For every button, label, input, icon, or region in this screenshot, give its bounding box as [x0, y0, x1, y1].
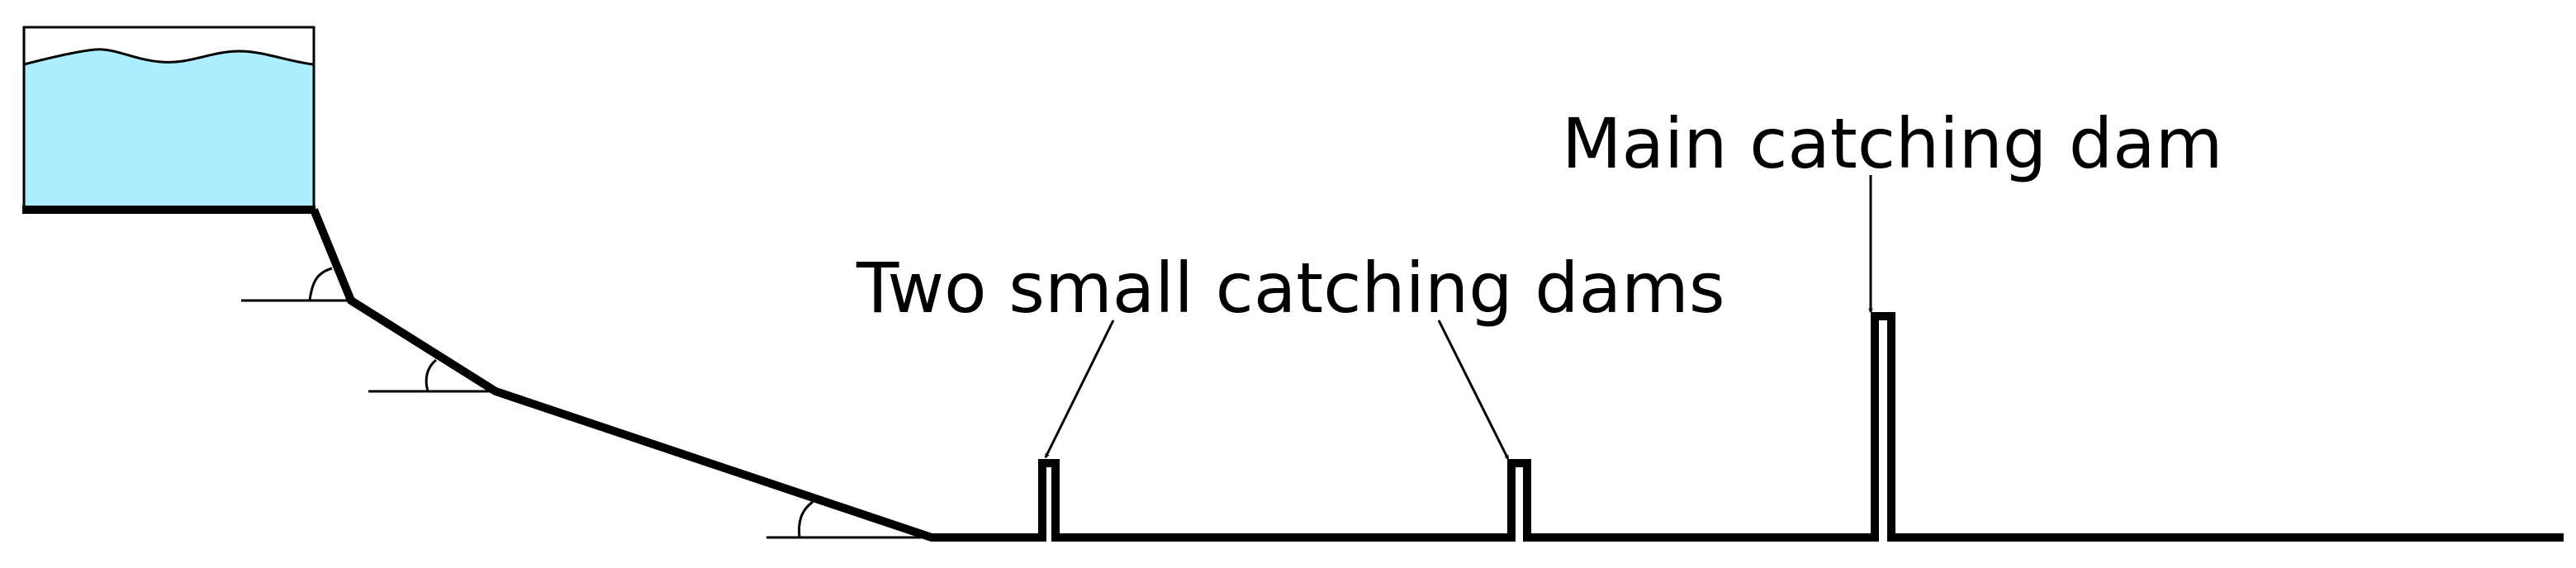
water-surface-line	[23, 48, 315, 66]
slope-angle-marks	[241, 267, 932, 539]
channel-profile	[310, 208, 2564, 542]
water-reservoir	[22, 26, 315, 214]
angle-arc-2	[425, 358, 438, 392]
angle-arc-1	[308, 267, 333, 301]
arrow-to-small-dam-2	[1437, 320, 1510, 461]
reservoir-water	[24, 49, 314, 210]
main-dam-label: Main catching dam	[1562, 103, 2223, 184]
arrow-to-small-dam-1	[1044, 320, 1115, 459]
angle-arc-3	[798, 500, 814, 538]
small-dams-label: Two small catching dams	[856, 248, 1725, 329]
